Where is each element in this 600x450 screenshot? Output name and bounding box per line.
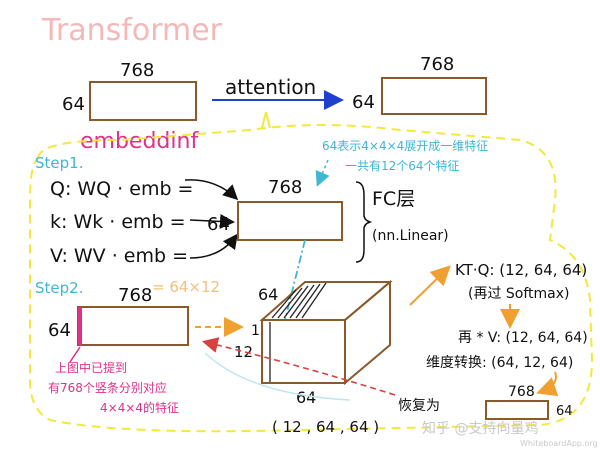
q-arrow — [184, 179, 239, 201]
pink-note-line2: 有768个竖条分别对应 — [48, 380, 167, 395]
step1-box-rows: 64 — [207, 214, 230, 235]
attention-box — [381, 77, 487, 115]
step1-v-eq: V: WV · emb = — [50, 245, 188, 267]
step1-box — [237, 201, 343, 241]
step1-k-eq: k: Wk · emb = — [50, 211, 186, 233]
step1-label: Step1. — [35, 154, 83, 172]
emb-cols-label: 768 — [120, 60, 154, 81]
step2-highlight-stripe — [78, 307, 82, 345]
restore-box-cols: 768 — [508, 384, 535, 400]
step2-box-cols: 768 — [118, 285, 152, 306]
restore-box — [485, 400, 549, 420]
red-return-arrow — [201, 337, 396, 396]
softmax-label: (再过 Softmax) — [468, 286, 570, 302]
step2-box-rows: 64 — [48, 320, 71, 341]
embedding-box — [89, 81, 197, 121]
cyan-note-line1: 64表示4×4×4展开成一维特征 — [322, 138, 488, 153]
yellow-dashed-region — [29, 124, 594, 433]
light-cyan-curve — [204, 352, 351, 401]
cube-shape-label: ( 12 , 64 , 64 ) — [272, 418, 379, 436]
yellow-up-arrow — [261, 111, 271, 129]
attention-cube — [259, 279, 393, 386]
pink-note-line1: 上图中已提到 — [55, 360, 127, 375]
cyan-note-line2: 一共有12个64个特征 — [345, 158, 460, 173]
restore-label: 恢复为 — [398, 397, 440, 414]
fc-sub-label: (nn.Linear) — [372, 228, 449, 244]
attention-label: attention — [225, 75, 316, 99]
cyan-note-arrow — [315, 159, 330, 187]
ktq-label: KT·Q: (12, 64, 64) — [455, 261, 587, 279]
cube-to-ktq-arrow — [409, 265, 451, 306]
cube-bottom-label: 64 — [296, 388, 316, 407]
v-arrow — [189, 233, 238, 259]
cube-left-label: 1 — [251, 323, 260, 339]
k-arrow — [189, 213, 235, 229]
pink-note-arrow — [69, 346, 81, 363]
reshape-label: 维度转换: (64, 12, 64) — [426, 354, 573, 371]
step2-box — [77, 306, 189, 346]
cube-top-label: 64 — [258, 285, 278, 304]
emb-rows-label: 64 — [62, 94, 85, 115]
step2-label: Step2. — [35, 279, 83, 297]
reshape-down-arrow — [536, 371, 559, 397]
step2-size-note: = 64×12 — [152, 278, 220, 296]
fc-brace — [355, 181, 373, 263]
pink-note-line3: 4×4×4的特征 — [100, 400, 179, 415]
step1-q-eq: Q: WQ · emb = — [50, 178, 193, 200]
times-v-label: 再 * V: (12, 64, 64) — [458, 330, 588, 346]
step1-box-cols: 768 — [268, 177, 302, 198]
zhihu-watermark: 知乎 @支持向量鸡 — [422, 420, 538, 437]
att-cols-label: 768 — [420, 54, 454, 75]
embedding-label: embeddinf — [80, 129, 199, 154]
restore-box-rows: 64 — [556, 404, 573, 419]
att-rows-label: 64 — [352, 92, 375, 113]
whiteboard-watermark: WhiteboardApp.org — [520, 439, 598, 448]
fc-label: FC层 — [372, 188, 415, 210]
cube-side-label: 12 — [234, 343, 253, 361]
cyan-dashdot-line — [284, 239, 306, 321]
title: Transformer — [41, 13, 223, 48]
